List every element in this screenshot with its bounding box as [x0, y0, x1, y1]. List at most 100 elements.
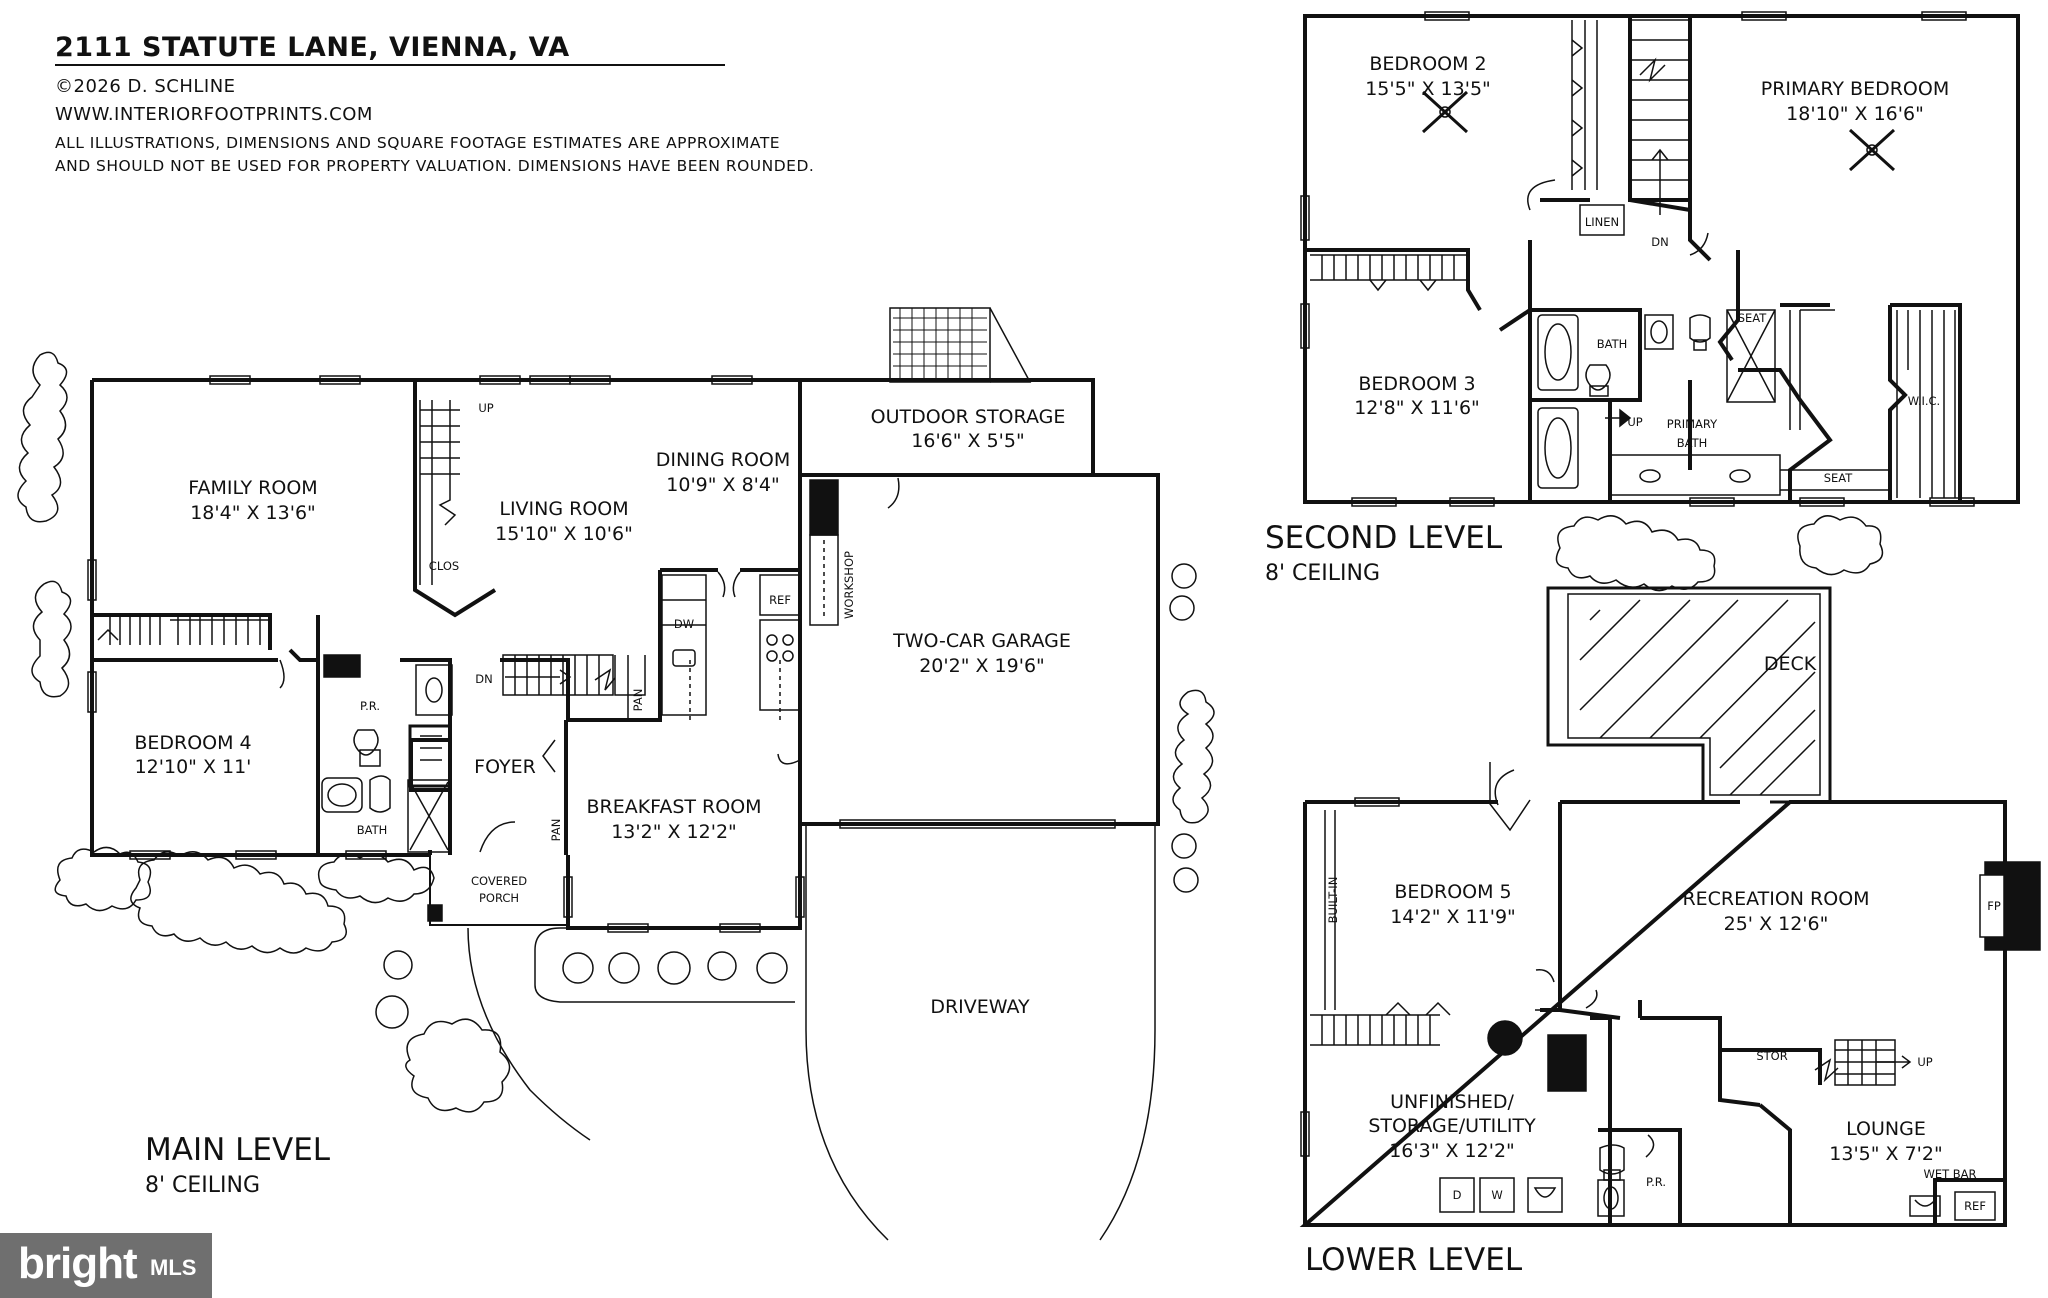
dining-room-dims: 10'9" X 8'4" — [666, 474, 779, 496]
stairs-down-label: DN — [475, 672, 492, 686]
main-stairs — [502, 654, 646, 720]
bedroom3-name: BEDROOM 3 — [1358, 373, 1475, 395]
outdoor-storage-name: OUTDOOR STORAGE — [871, 406, 1066, 428]
bedroom2-name: BEDROOM 2 — [1369, 53, 1486, 75]
unfinished-label-1: UNFINISHED/ — [1390, 1091, 1514, 1113]
second-stairs-down-label: DN — [1651, 235, 1668, 249]
powder-room-label: P.R. — [360, 699, 380, 713]
fireplace-label: FP — [1987, 899, 2001, 913]
bedroom4-name: BEDROOM 4 — [134, 732, 251, 754]
recreation-room-name: RECREATION ROOM — [1682, 888, 1869, 910]
driveway-label: DRIVEWAY — [930, 996, 1030, 1018]
chimney — [889, 307, 1032, 383]
unfinished-label-2: STORAGE/UTILITY — [1368, 1115, 1536, 1137]
linen-label: LINEN — [1585, 215, 1619, 229]
second-fixtures — [1421, 90, 1896, 496]
title-underline — [55, 64, 725, 66]
lower-ref-label: REF — [1964, 1199, 1986, 1213]
deck — [1546, 586, 1832, 805]
second-level-ceiling: 8' CEILING — [1265, 561, 1380, 586]
bedroom2-dims: 15'5" X 13'5" — [1365, 78, 1491, 100]
pantry-label-1: PAN — [631, 689, 645, 712]
shrubs-left — [17, 351, 72, 698]
dryer-label: D — [1453, 1188, 1462, 1202]
deck-label: DECK — [1764, 653, 1817, 675]
wic-label: W.I.C. — [1908, 394, 1940, 408]
family-room-dims: 18'4" X 13'6" — [190, 502, 316, 524]
website-text: WWW.INTERIORFOOTPRINTS.COM — [55, 104, 373, 125]
family-room-name: FAMILY ROOM — [188, 477, 317, 499]
main-level: FAMILY ROOM 18'4" X 13'6" LIVING ROOM 15… — [17, 307, 1215, 1241]
outdoor-storage-dims: 16'6" X 5'5" — [911, 430, 1024, 452]
lower-walls — [1299, 800, 2007, 1227]
bath-label: BATH — [357, 823, 388, 837]
built-in-label: BUILT-IN — [1326, 877, 1340, 924]
dining-room-name: DINING ROOM — [656, 449, 791, 471]
copyright-text: ©2026 D. SCHLINE — [55, 76, 236, 97]
recreation-room-dims: 25' X 12'6" — [1724, 913, 1829, 935]
lower-fixtures — [1310, 762, 2041, 1221]
garage-name: TWO-CAR GARAGE — [892, 630, 1071, 652]
lower-up-label: UP — [1917, 1055, 1932, 1069]
pantry-label-2: PAN — [549, 819, 563, 842]
stairs-up-label: UP — [478, 401, 493, 415]
shrubs-walk — [375, 950, 788, 1113]
primary-bedroom-dims: 18'10" X 16'6" — [1786, 103, 1924, 125]
lounge-name: LOUNGE — [1846, 1118, 1926, 1140]
unfinished-dims: 16'3" X 12'2" — [1389, 1140, 1515, 1162]
living-room-name: LIVING ROOM — [499, 498, 628, 520]
shrubs-right — [1169, 563, 1215, 893]
bedroom3-dims: 12'8" X 11'6" — [1354, 397, 1480, 419]
main-walls — [90, 378, 1160, 930]
main-closets — [97, 400, 460, 645]
refrigerator-label: REF — [769, 593, 791, 607]
porch-label: PORCH — [479, 891, 519, 905]
logo-suffix: MLS — [150, 1255, 197, 1280]
lounge-dims: 13'5" X 7'2" — [1829, 1143, 1942, 1165]
disclaimer-line-1: ALL ILLUSTRATIONS, DIMENSIONS AND SQUARE… — [55, 134, 781, 152]
storage-label: STOR — [1756, 1049, 1787, 1063]
wet-bar-label: WET BAR — [1923, 1167, 1976, 1181]
dishwasher-label: DW — [674, 617, 694, 631]
lower-windows — [1300, 797, 1400, 1157]
breakfast-room-name: BREAKFAST ROOM — [586, 796, 761, 818]
plan-title: 2111 STATUTE LANE, VIENNA, VA — [55, 32, 570, 63]
foyer-label: FOYER — [474, 756, 536, 778]
lower-shrubs — [1555, 515, 1884, 592]
second-level: BEDROOM 2 15'5" X 13'5" PRIMARY BEDROOM … — [1265, 11, 2020, 586]
shrubs-front — [54, 846, 435, 954]
main-fixtures — [321, 479, 839, 853]
workshop-label: WORKSHOP — [842, 551, 856, 619]
driveway-lines — [467, 826, 1156, 1241]
bright-mls-logo: bright MLS — [0, 1233, 212, 1298]
second-up-label: UP — [1627, 415, 1642, 429]
second-level-label: SECOND LEVEL — [1265, 520, 1503, 556]
seat-label-2: SEAT — [1824, 471, 1854, 485]
logo-brand: bright — [18, 1239, 138, 1288]
lower-level: DECK BUILT-IN BEDROOM 5 14'2" X 11'9" RE… — [1299, 515, 2041, 1278]
second-closets-stairs — [1310, 19, 1956, 498]
primary-bedroom-name: PRIMARY BEDROOM — [1761, 78, 1949, 100]
disclaimer-line-2: AND SHOULD NOT BE USED FOR PROPERTY VALU… — [55, 157, 815, 175]
main-level-ceiling: 8' CEILING — [145, 1173, 260, 1198]
disclaimer: ALL ILLUSTRATIONS, DIMENSIONS AND SQUARE… — [55, 132, 895, 178]
main-windows — [87, 375, 1116, 933]
garage-dims: 20'2" X 19'6" — [919, 655, 1045, 677]
seat-label-1: SEAT — [1738, 311, 1768, 325]
washer-label: W — [1491, 1188, 1502, 1202]
breakfast-room-dims: 13'2" X 12'2" — [611, 821, 737, 843]
main-level-label: MAIN LEVEL — [145, 1132, 331, 1168]
living-room-dims: 15'10" X 10'6" — [495, 523, 633, 545]
primary-bath-label-2: BATH — [1677, 436, 1708, 450]
primary-bath-label-1: PRIMARY — [1667, 417, 1718, 431]
bedroom4-dims: 12'10" X 11' — [135, 756, 252, 778]
bedroom5-dims: 14'2" X 11'9" — [1390, 906, 1516, 928]
second-windows — [1300, 11, 1975, 507]
main-porch-doors — [279, 477, 900, 926]
bedroom5-name: BEDROOM 5 — [1394, 881, 1511, 903]
lower-powder-room-label: P.R. — [1646, 1175, 1666, 1189]
closet-label: CLOS — [429, 559, 459, 573]
second-bath-label: BATH — [1597, 337, 1628, 351]
covered-label: COVERED — [471, 874, 527, 888]
